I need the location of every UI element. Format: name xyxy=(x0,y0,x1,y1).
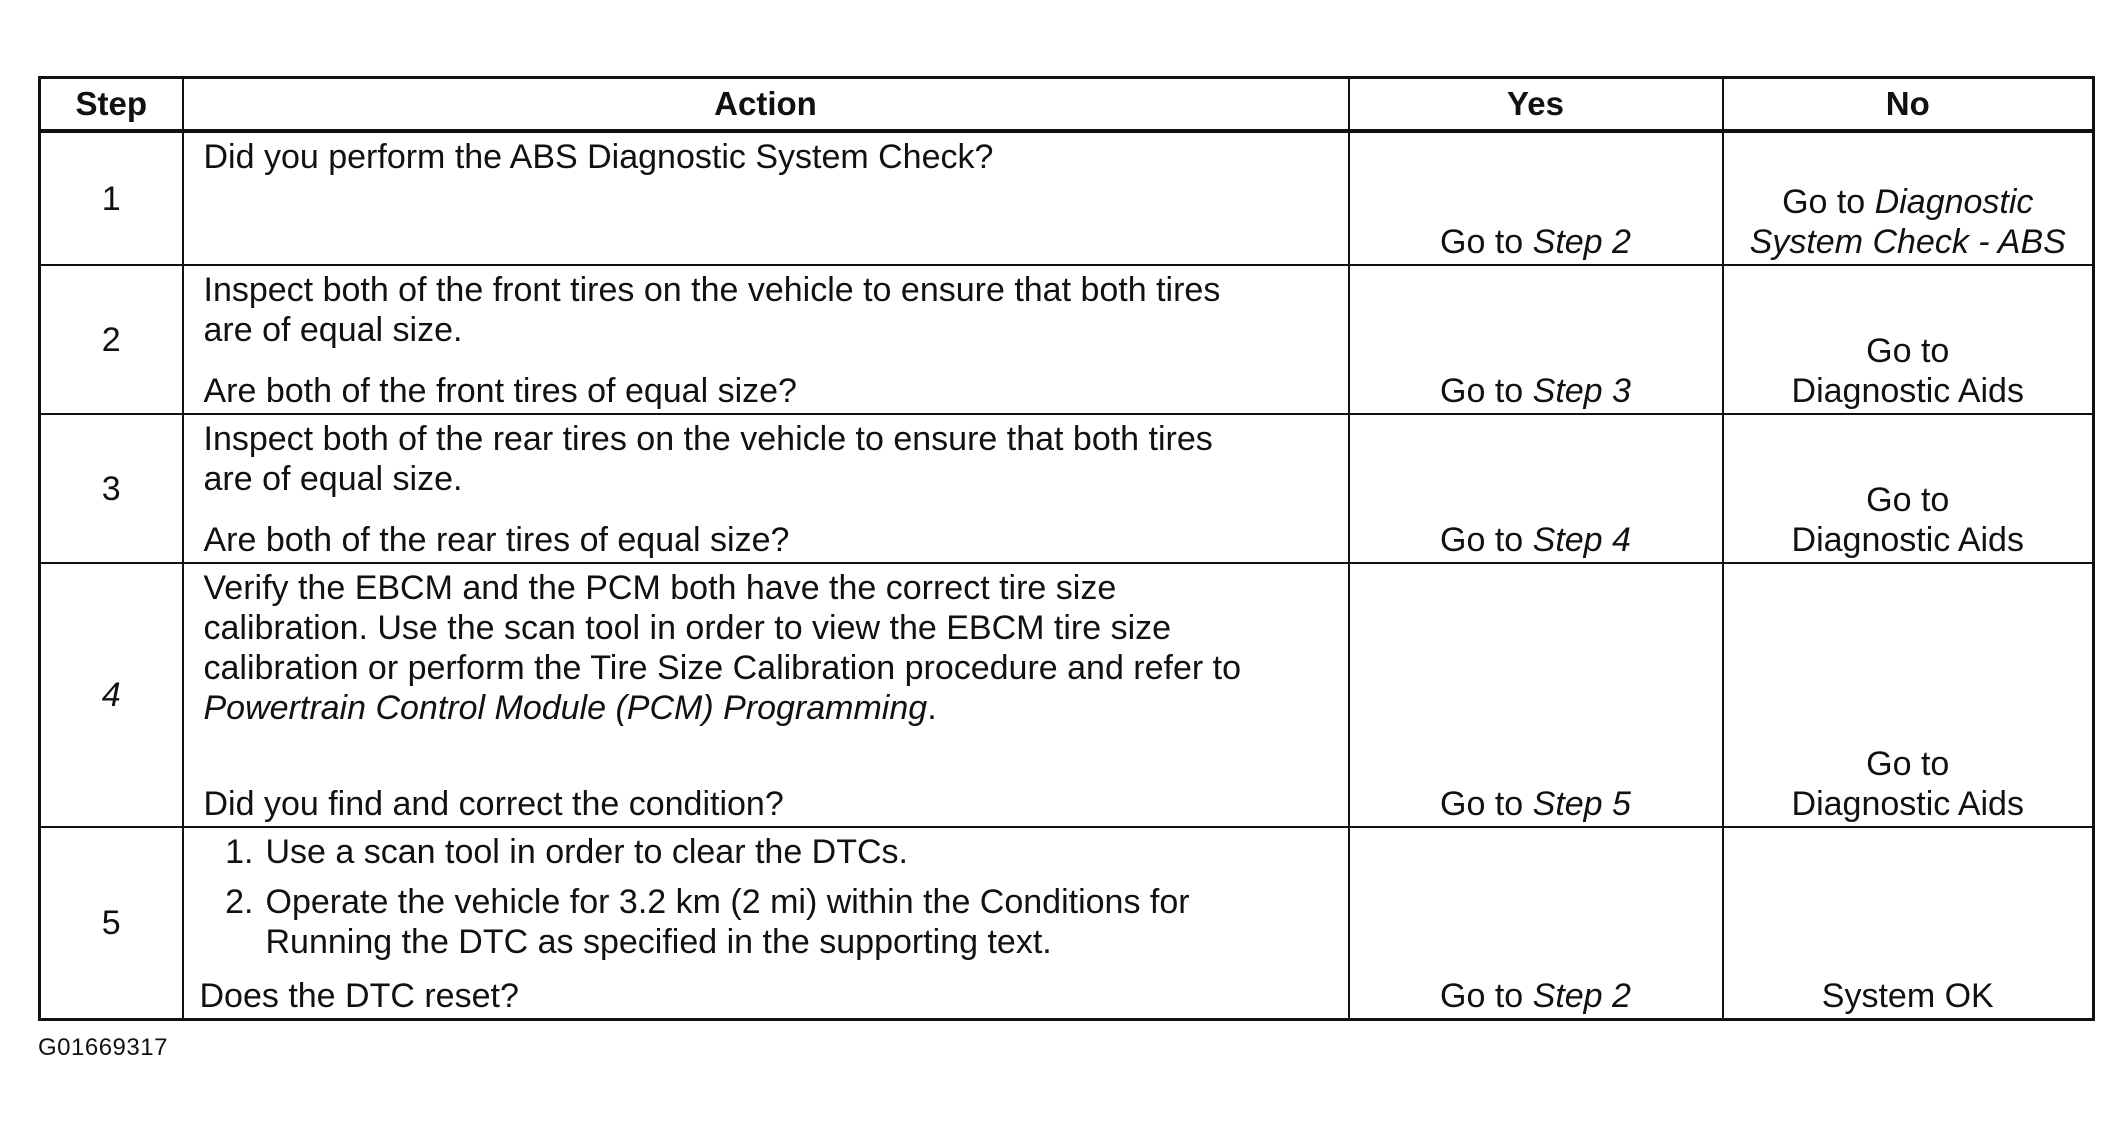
no-prefix: Go to xyxy=(1782,183,1875,221)
action-instruction: Verify the EBCM and the PCM both have th… xyxy=(203,569,1242,727)
table-row: 5 1.Use a scan tool in order to clear th… xyxy=(38,826,2095,1021)
action-question: Are both of the front tires of equal siz… xyxy=(203,372,797,410)
list-item: 2.Operate the vehicle for 3.2 km (2 mi) … xyxy=(225,883,1190,961)
header-no: No xyxy=(1721,76,2095,133)
table-row: 4 Verify the EBCM and the PCM both have … xyxy=(38,562,2095,828)
action-cell: Inspect both of the front tires on the v… xyxy=(181,264,1350,415)
yes-prefix: Go to xyxy=(1440,521,1533,559)
yes-cell: Go to Step 4 xyxy=(1347,413,1724,564)
no-line1: Go to xyxy=(1866,332,1950,370)
yes-cell: Go to Step 3 xyxy=(1347,264,1724,415)
action-instruction: Inspect both of the front tires on the v… xyxy=(203,271,1221,349)
pcm-programming-link[interactable]: Powertrain Control Module (PCM) Programm… xyxy=(203,689,928,727)
action-question: Did you find and correct the condition? xyxy=(203,785,784,823)
step-number: 3 xyxy=(38,413,184,564)
header-step: Step xyxy=(38,76,184,133)
yes-prefix: Go to xyxy=(1440,223,1533,261)
yes-step-link[interactable]: Step 2 xyxy=(1532,977,1631,1015)
no-line1: Go to xyxy=(1866,745,1950,783)
action-cell: Did you perform the ABS Diagnostic Syste… xyxy=(181,130,1350,266)
table-row: 1 Did you perform the ABS Diagnostic Sys… xyxy=(38,130,2095,266)
no-link[interactable]: Diagnostic Aids xyxy=(1791,521,2024,559)
yes-prefix: Go to xyxy=(1440,372,1533,410)
table-row: 2 Inspect both of the front tires on the… xyxy=(38,264,2095,415)
list-item: 1.Use a scan tool in order to clear the … xyxy=(225,833,908,871)
no-ref-line2[interactable]: System Check - ABS xyxy=(1749,223,2066,261)
header-yes: Yes xyxy=(1347,76,1724,133)
step-number: 1 xyxy=(38,130,184,266)
yes-cell: Go to Step 5 xyxy=(1347,562,1724,828)
step-number: 5 xyxy=(38,826,184,1021)
step-number: 4 xyxy=(38,562,184,828)
no-cell: System OK xyxy=(1721,826,2095,1021)
action-instruction: Inspect both of the rear tires on the ve… xyxy=(203,420,1213,498)
yes-step-link[interactable]: Step 2 xyxy=(1532,223,1631,261)
action-steps-list: 1.Use a scan tool in order to clear the … xyxy=(200,832,1328,972)
no-link[interactable]: Diagnostic Aids xyxy=(1791,372,2024,410)
yes-cell: Go to Step 2 xyxy=(1347,130,1724,266)
figure-id: G01669317 xyxy=(38,1034,168,1061)
action-cell: Inspect both of the rear tires on the ve… xyxy=(181,413,1350,564)
no-ref-line1[interactable]: Diagnostic xyxy=(1874,183,2034,221)
action-cell: 1.Use a scan tool in order to clear the … xyxy=(181,826,1350,1021)
table-header-row: Step Action Yes No xyxy=(38,76,2095,133)
header-action: Action xyxy=(181,76,1350,133)
yes-prefix: Go to xyxy=(1440,977,1533,1015)
no-line1: Go to xyxy=(1866,481,1950,519)
table-row: 3 Inspect both of the rear tires on the … xyxy=(38,413,2095,564)
action-question: Did you perform the ABS Diagnostic Syste… xyxy=(203,138,994,176)
action-cell: Verify the EBCM and the PCM both have th… xyxy=(181,562,1350,828)
diagnostic-table: Step Action Yes No 1 Did you perform the… xyxy=(38,76,2095,1021)
step-number: 2 xyxy=(38,264,184,415)
yes-prefix: Go to xyxy=(1440,785,1533,823)
yes-step-link[interactable]: Step 4 xyxy=(1532,521,1631,559)
action-question: Are both of the rear tires of equal size… xyxy=(203,521,790,559)
yes-cell: Go to Step 2 xyxy=(1347,826,1724,1021)
action-question: Does the DTC reset? xyxy=(199,977,519,1015)
yes-step-link[interactable]: Step 3 xyxy=(1532,372,1631,410)
yes-step-link[interactable]: Step 5 xyxy=(1532,785,1631,823)
no-link[interactable]: Diagnostic Aids xyxy=(1791,785,2024,823)
